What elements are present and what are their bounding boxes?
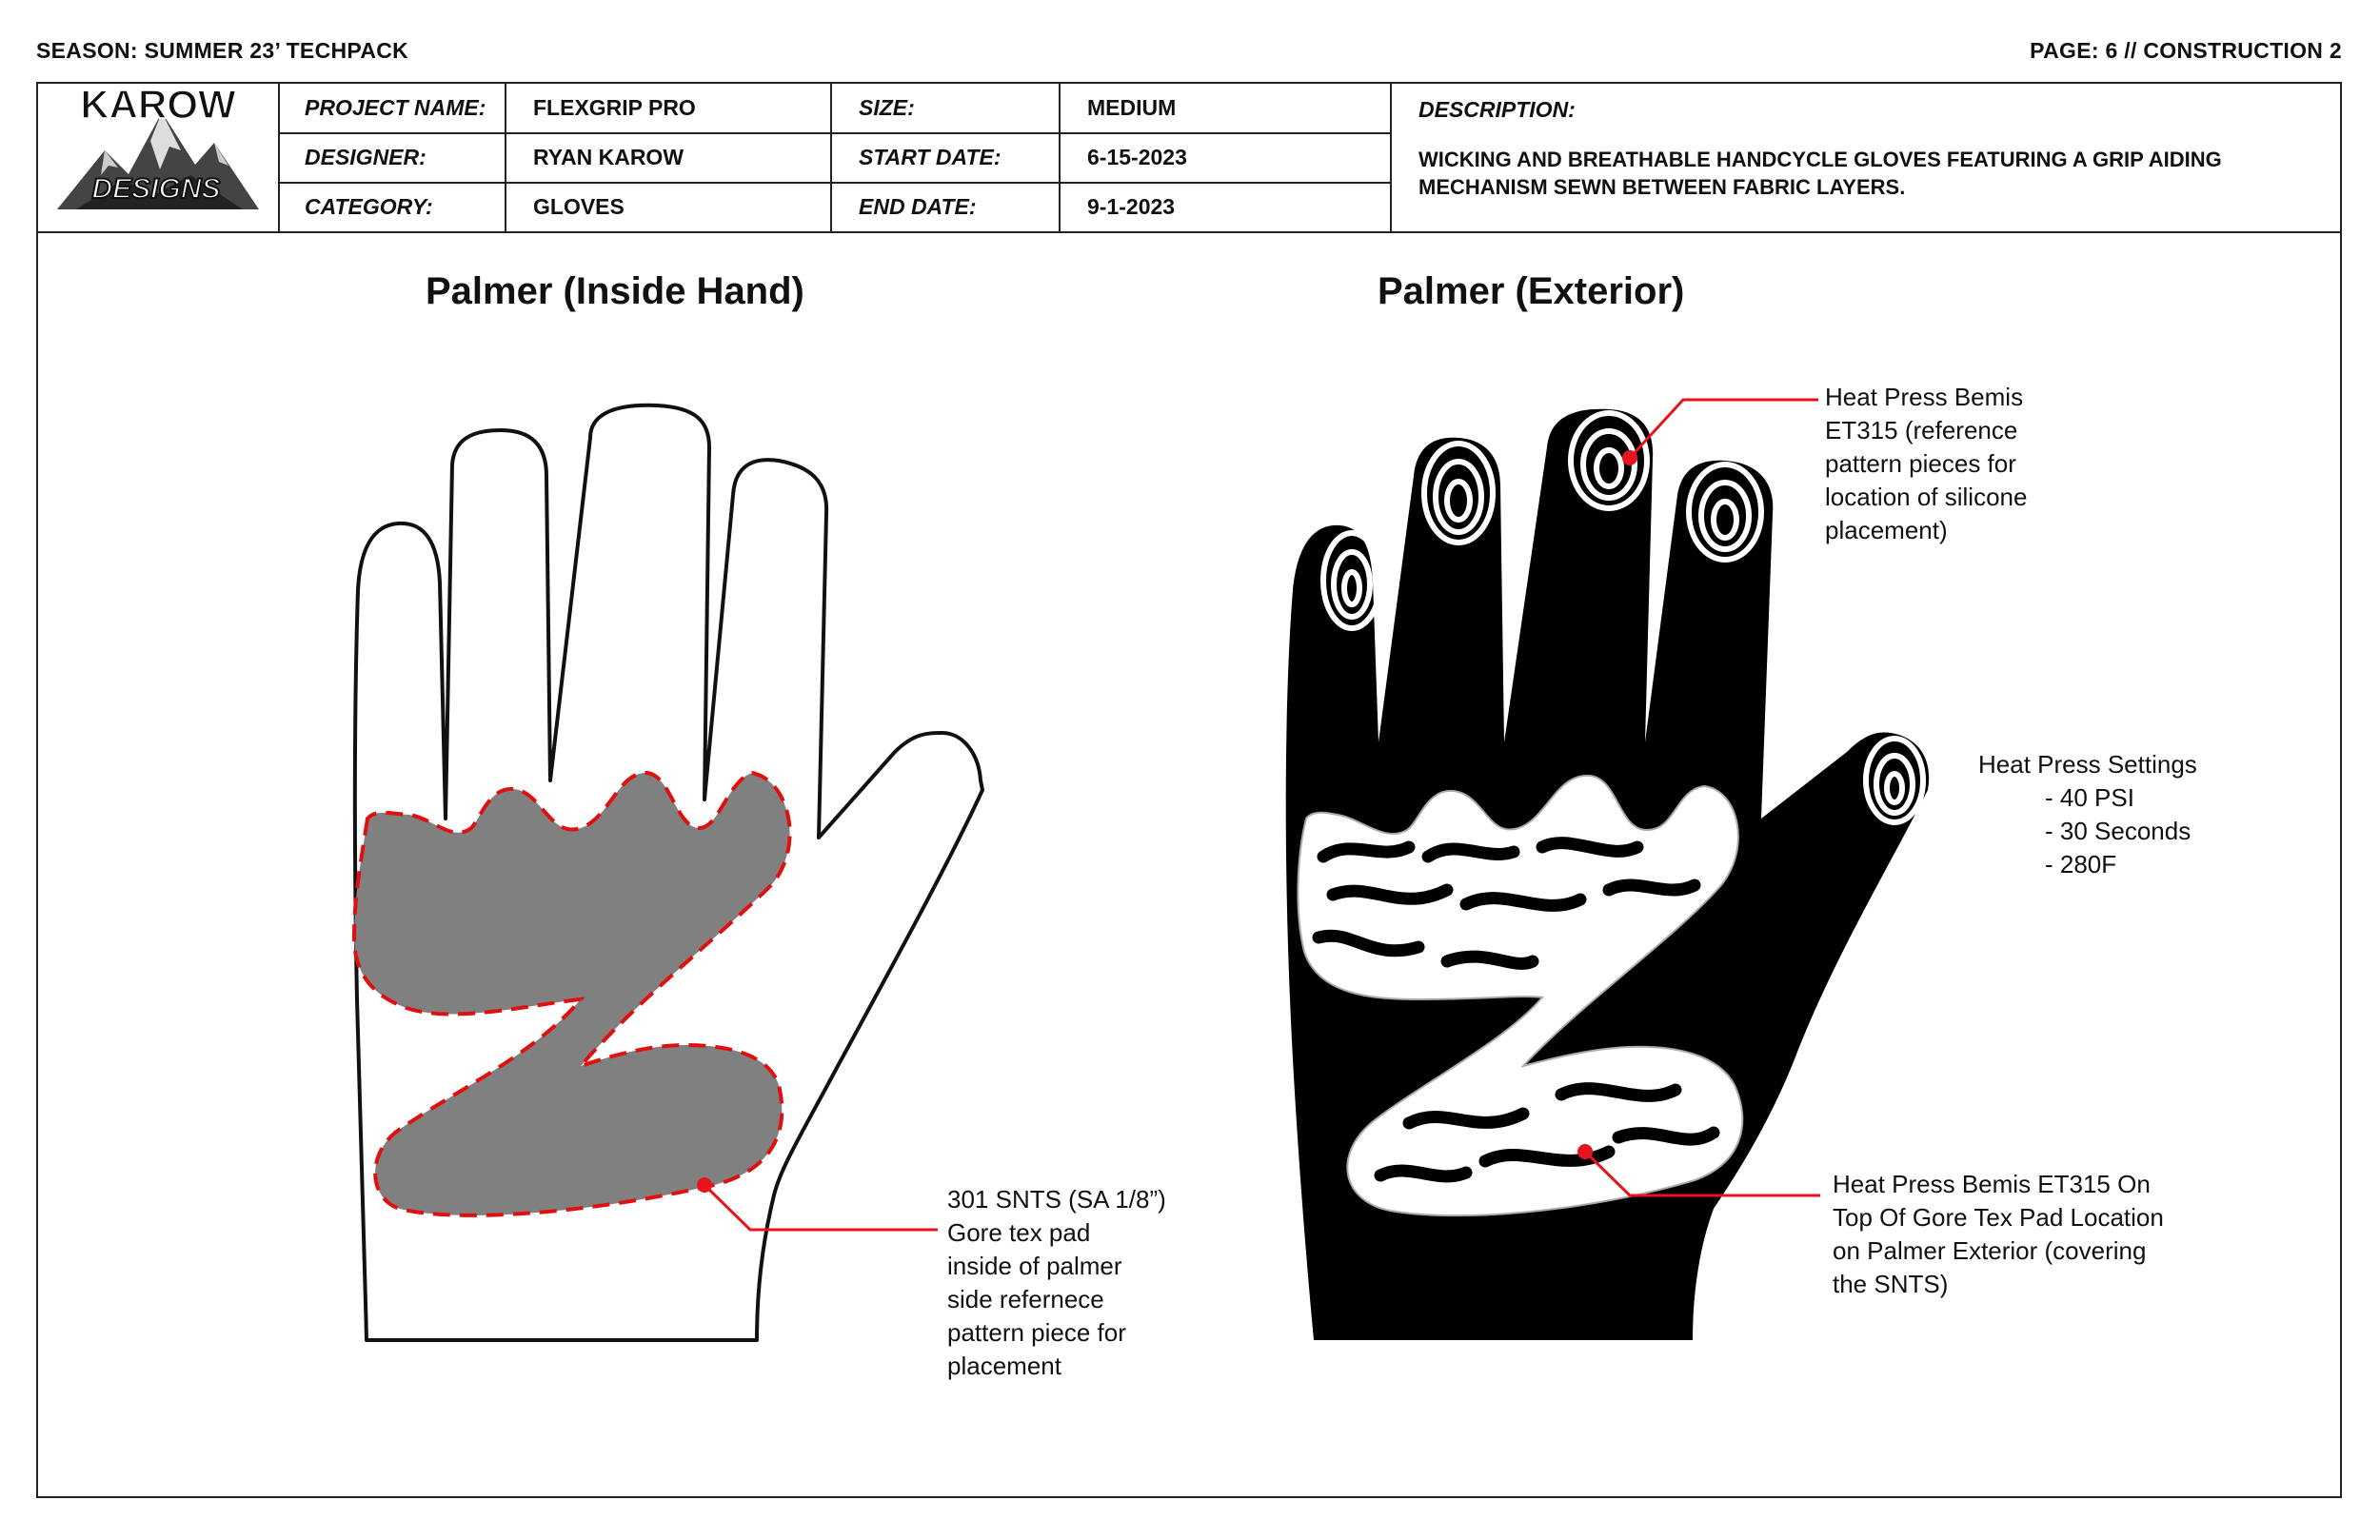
brand-logo: KAROW DESIGNS <box>38 81 280 231</box>
spec-grid: PROJECT NAME: FLEXGRIP PRO SIZE: MEDIUM … <box>278 84 1392 231</box>
end-date-label: END DATE: <box>832 183 1061 231</box>
description-text: WICKING AND BREATHABLE HANDCYCLE GLOVES … <box>1418 148 2222 199</box>
leader-dot-fingertips <box>1622 450 1637 465</box>
inside-hand-glove-drawing <box>351 403 984 1342</box>
callout-leaders <box>697 398 1820 1232</box>
leader-line-bemis-pad <box>1583 1150 1820 1197</box>
start-date-label: START DATE: <box>832 133 1061 182</box>
bemis-pad-callout: Heat Press Bemis ET315 On Top Of Gore Te… <box>1833 1170 2164 1298</box>
fingertip-print-ring <box>1421 441 1496 545</box>
category-label: CATEGORY: <box>278 183 506 231</box>
techpack-sheet: KAROW DESIGNS PROJECT NAME: FLEXGRIP PRO… <box>36 81 2342 1498</box>
bemis-pad-texture <box>1312 837 1720 1183</box>
end-date-value: 9-1-2023 <box>1061 183 1392 231</box>
project-name-label: PROJECT NAME: <box>278 84 506 132</box>
fingertip-print-middle <box>1568 410 1650 511</box>
heat-press-settings-title: Heat Press Settings <box>1978 750 2197 779</box>
heat-press-settings-list: - 40 PSI - 30 Seconds - 280F <box>2045 783 2192 879</box>
season-label: SEASON: SUMMER 23’ TECHPACK <box>36 38 409 63</box>
project-name-value: FLEXGRIP PRO <box>506 84 832 132</box>
logo-word-karow: KAROW <box>80 84 236 127</box>
bemis-fingertips-callout: Heat Press Bemis ET315 (reference patter… <box>1825 383 2028 544</box>
designer-value: RYAN KAROW <box>506 133 832 182</box>
fingertip-silicone-prints <box>1320 410 1926 825</box>
spec-header: KAROW DESIGNS PROJECT NAME: FLEXGRIP PRO… <box>38 81 2340 233</box>
start-date-value: 6-15-2023 <box>1061 133 1392 182</box>
fingertip-print-thumb <box>1863 736 1926 825</box>
gore-tex-pad <box>351 770 792 1217</box>
description-label: DESCRIPTION: <box>1418 97 1576 122</box>
spec-row: CATEGORY: GLOVES END DATE: 9-1-2023 <box>278 183 1392 231</box>
category-value: GLOVES <box>506 183 832 231</box>
leader-line-snts <box>703 1183 938 1232</box>
leader-line-fingertips <box>1628 398 1818 460</box>
leader-dot-snts <box>697 1177 712 1193</box>
mountain-logo-icon: KAROW DESIGNS <box>57 81 259 209</box>
designer-label: DESIGNER: <box>278 133 506 182</box>
exterior-title: Palmer (Exterior) <box>1378 270 1685 312</box>
fingertip-print-pinky <box>1320 530 1383 631</box>
fingertip-print-index <box>1686 462 1764 563</box>
snts-callout: 301 SNTS (SA 1/8”) Gore tex pad inside o… <box>947 1185 1166 1380</box>
logo-word-designs: DESIGNS <box>91 173 220 205</box>
size-value: MEDIUM <box>1061 84 1392 132</box>
inside-hand-title: Palmer (Inside Hand) <box>426 270 804 312</box>
exterior-glove-drawing <box>1285 408 1930 1341</box>
size-label: SIZE: <box>832 84 1061 132</box>
spec-row: PROJECT NAME: FLEXGRIP PRO SIZE: MEDIUM <box>278 84 1392 134</box>
leader-dot-bemis-pad <box>1577 1144 1593 1159</box>
page-label: PAGE: 6 // CONSTRUCTION 2 <box>2030 38 2342 63</box>
description-block: DESCRIPTION: WICKING AND BREATHABLE HAND… <box>1392 84 2340 231</box>
spec-row: DESIGNER: RYAN KAROW START DATE: 6-15-20… <box>278 133 1392 184</box>
